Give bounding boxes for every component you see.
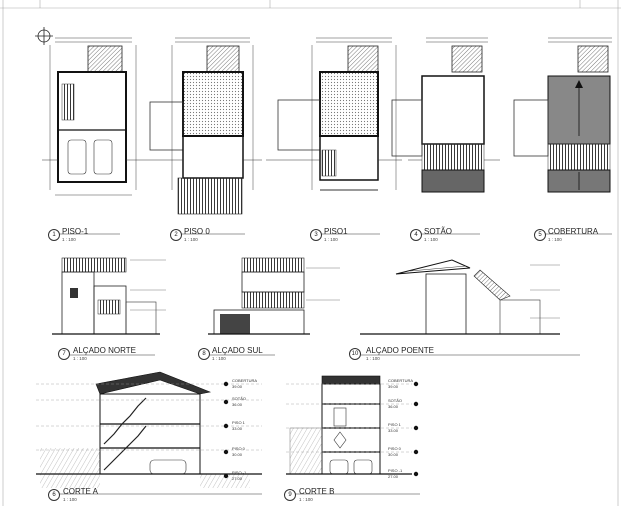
level-value: 36.00 xyxy=(232,402,243,407)
view-scale: 1 : 100 xyxy=(212,356,226,361)
level-name: COBERTURA xyxy=(388,378,414,383)
section-corte-b xyxy=(286,375,419,477)
level-value: 27.00 xyxy=(232,476,243,481)
level-value: 27.00 xyxy=(388,474,399,479)
view-title: COBERTURA xyxy=(548,227,599,236)
view-scale: 1 : 100 xyxy=(63,497,77,502)
view-scale: 1 : 100 xyxy=(299,497,313,502)
level-value: 39.00 xyxy=(232,384,243,389)
view-title: ALÇADO NORTE xyxy=(73,346,136,355)
view-title: ALÇADO SUL xyxy=(212,346,263,355)
level-value: 33.00 xyxy=(388,428,399,433)
view-scale: 1 : 100 xyxy=(424,237,438,242)
view-scale: 1 : 100 xyxy=(73,356,87,361)
view-scale: 1 : 100 xyxy=(184,237,198,242)
level-name: PISO -1 xyxy=(232,470,247,475)
view-scale: 1 : 100 xyxy=(62,237,76,242)
level-value: 36.00 xyxy=(388,404,399,409)
level-name: PISO 0 xyxy=(232,446,245,451)
level-name: PISO -1 xyxy=(388,468,403,473)
view-number: 4 xyxy=(410,229,422,241)
level-name: COBERTURA xyxy=(232,378,258,383)
view-scale: 1 : 100 xyxy=(548,237,562,242)
view-title: PISO 0 xyxy=(184,227,210,236)
view-number: 2 xyxy=(170,229,182,241)
view-scale: 1 : 100 xyxy=(324,237,338,242)
level-name: PISO 0 xyxy=(388,446,401,451)
view-title: CORTE A xyxy=(63,487,98,496)
view-scale: 1 : 100 xyxy=(366,356,380,361)
level-name: PISO 1 xyxy=(232,420,245,425)
plan-cobertura xyxy=(513,37,612,193)
view-title: CORTE B xyxy=(299,487,335,496)
view-number: 6 xyxy=(48,489,60,501)
elevation-alcado-norte xyxy=(52,257,166,335)
level-value: 39.00 xyxy=(388,384,399,389)
view-number: 9 xyxy=(284,489,296,501)
elevation-alcado-sul xyxy=(208,257,340,335)
level-name: SOTÃO xyxy=(388,398,403,403)
view-number: 3 xyxy=(310,229,322,241)
plan-piso-0 xyxy=(140,37,262,215)
view-number: 10 xyxy=(349,348,361,360)
level-name: SOTÃO xyxy=(232,396,247,401)
view-title: SOTÃO xyxy=(424,227,453,236)
plan-piso-menos-1 xyxy=(42,37,140,196)
plan-sotao xyxy=(391,37,500,193)
view-number: 8 xyxy=(198,348,210,360)
view-number: 1 xyxy=(48,229,60,241)
view-number: 5 xyxy=(534,229,546,241)
level-value: 30.00 xyxy=(388,452,399,457)
plan-piso-1 xyxy=(266,37,402,191)
view-title: PISO-1 xyxy=(62,227,89,236)
level-name: PISO 1 xyxy=(388,422,401,427)
north-arrow-icon xyxy=(35,27,53,45)
level-value: 33.00 xyxy=(232,426,243,431)
view-title: PISO1 xyxy=(324,227,348,236)
view-number: 7 xyxy=(58,348,70,360)
view-title: ALÇADO POENTE xyxy=(366,346,435,355)
elevation-alcado-poente xyxy=(360,259,560,335)
level-value: 30.00 xyxy=(232,452,243,457)
section-corte-a xyxy=(36,371,262,488)
